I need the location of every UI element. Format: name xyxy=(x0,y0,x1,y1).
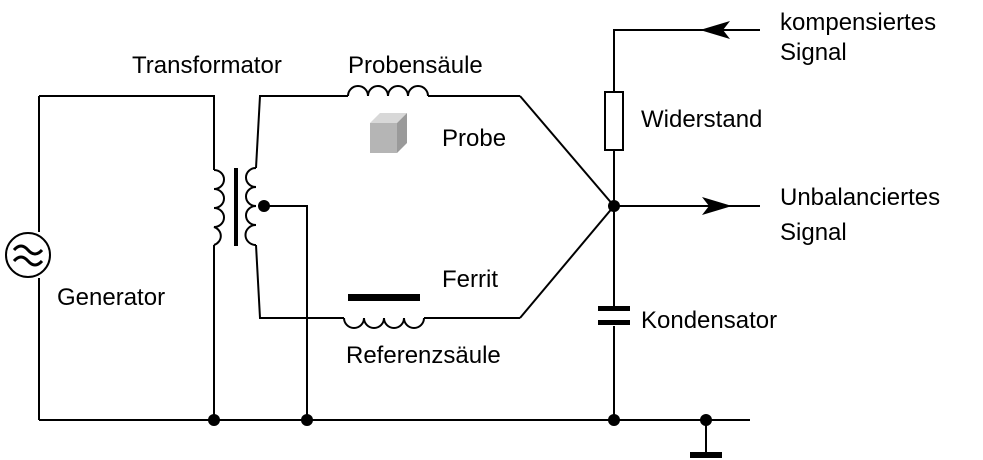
label-compensated-line2: Signal xyxy=(780,39,847,66)
label-unbalanced-line2: Signal xyxy=(780,219,847,246)
primary-coil xyxy=(213,169,225,246)
label-sample-column: Probensäule xyxy=(348,52,483,79)
secondary-top-wire xyxy=(255,95,348,169)
junction-dots xyxy=(208,200,712,426)
generator-symbol xyxy=(5,232,51,278)
label-ferrite: Ferrit xyxy=(442,266,498,293)
label-capacitor: Kondensator xyxy=(641,307,777,334)
secondary-bottom-wire xyxy=(255,244,344,319)
reference-column-coil xyxy=(343,317,425,329)
sample-column-coil xyxy=(347,85,429,97)
compensated-wire xyxy=(613,29,720,92)
capacitor-symbol xyxy=(598,306,630,325)
label-resistor: Widerstand xyxy=(641,106,762,133)
ground-symbol xyxy=(690,452,722,458)
junction-output-node xyxy=(608,200,620,212)
reference-to-node-wire xyxy=(519,205,615,319)
junction-center-tap xyxy=(258,200,270,212)
transformer-symbol xyxy=(213,167,257,246)
compensated-signal-arrow xyxy=(700,21,760,39)
unbalanced-signal-arrow xyxy=(702,197,732,215)
label-transformer: Transformator xyxy=(132,52,282,79)
secondary-coil xyxy=(244,167,257,246)
resistor-symbol xyxy=(604,91,624,151)
junction-ground-capacitor xyxy=(608,414,620,426)
junction-ground-stub xyxy=(700,414,712,426)
label-reference-column: Referenzsäule xyxy=(346,342,501,369)
ferrite-bar xyxy=(348,294,420,301)
sample-to-node-wire xyxy=(519,95,615,207)
label-compensated-line1: kompensiertes xyxy=(780,9,936,36)
sample-block xyxy=(370,113,407,153)
junction-ground-primary xyxy=(208,414,220,426)
label-generator: Generator xyxy=(57,284,165,311)
wires xyxy=(38,29,760,452)
label-unbalanced-line1: Unbalanciertes xyxy=(780,184,940,211)
label-sample: Probe xyxy=(442,125,506,152)
generator-top-wire xyxy=(39,95,215,170)
center-tap-wire xyxy=(264,205,308,420)
junction-ground-tap xyxy=(301,414,313,426)
